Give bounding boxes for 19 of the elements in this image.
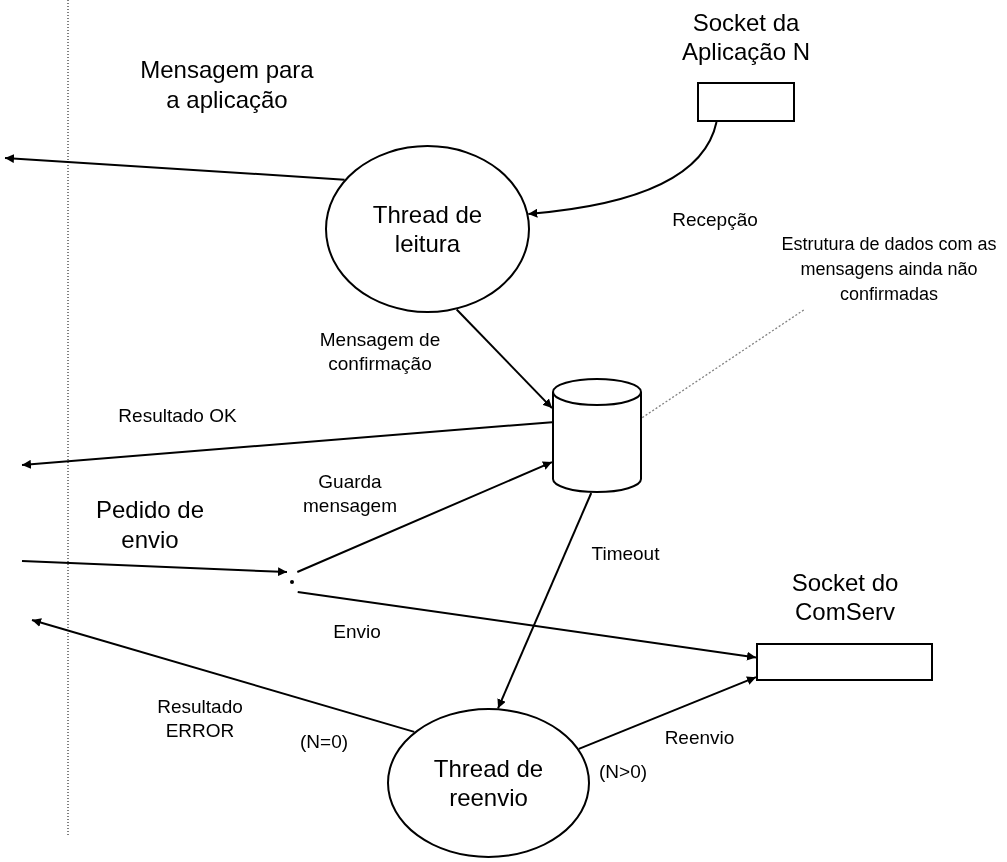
arrow	[21, 560, 288, 577]
annotation-text: Estrutura de dados com as mensagens ainda não confirmadas	[778, 232, 1000, 307]
socket-label: Socket da Aplicação N	[680, 8, 812, 66]
thread-label: Thread de reenvio	[433, 754, 544, 812]
arrow	[296, 591, 757, 661]
arrow	[455, 308, 553, 410]
arrow	[296, 461, 553, 573]
arrow	[31, 618, 416, 733]
arrow	[497, 492, 593, 710]
arrow	[577, 676, 757, 750]
condition-label: (N>0)	[599, 760, 648, 784]
thread-label: Thread de leitura	[372, 200, 483, 258]
junction-dot	[290, 580, 294, 584]
leader-line	[641, 309, 805, 419]
condition-label: (N=0)	[300, 730, 349, 754]
arrow	[21, 421, 553, 469]
arrow	[527, 121, 718, 218]
database-cylinder	[552, 378, 642, 493]
socket-label: Socket do ComServ	[790, 568, 900, 626]
